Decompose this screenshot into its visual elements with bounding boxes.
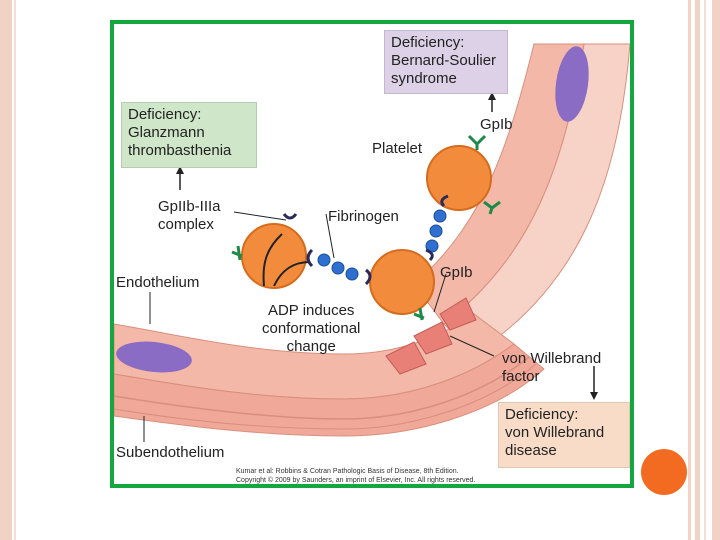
glanzmann-deficiency-box: Deficiency: Glanzmann thrombasthenia bbox=[121, 102, 257, 168]
gpiib-iiia-receptor bbox=[425, 248, 434, 262]
gpib-receptor bbox=[231, 245, 243, 261]
nucleus-right bbox=[555, 46, 589, 122]
gpiib-iiia-label: GpIIb-IIIa complex bbox=[158, 198, 221, 233]
vwf-label: von Willebrand factor bbox=[502, 350, 602, 385]
subendothelium-line bbox=[114, 356, 530, 420]
source-credit: Kumar et al: Robbins & Cotran Pathologic… bbox=[236, 468, 476, 484]
callout-line bbox=[449, 335, 495, 357]
callout-line bbox=[325, 213, 335, 259]
vwf-molecule bbox=[413, 321, 453, 355]
arrow-head bbox=[176, 166, 184, 174]
slide-border-right-stripe bbox=[712, 0, 720, 540]
bernard-soulier-deficiency-box: Deficiency: Bernard-Soulier syndrome bbox=[384, 30, 508, 94]
callout-line bbox=[233, 211, 287, 221]
fibrinogen-bead bbox=[429, 224, 443, 238]
gpib-receptor bbox=[413, 307, 425, 321]
adp-arrow bbox=[262, 233, 283, 287]
fibrinogen-bead bbox=[331, 261, 345, 275]
platelet-left bbox=[241, 223, 307, 289]
platelet-middle bbox=[369, 249, 435, 315]
platelet-label: Platelet bbox=[372, 140, 423, 157]
slide-border-left-thin bbox=[14, 0, 16, 540]
subendothelium-label: Subendothelium bbox=[116, 444, 225, 461]
endothelium-label: Endothelium bbox=[116, 274, 200, 291]
gpib-label-middle: GpIb bbox=[440, 264, 473, 281]
slide-border-right-stripe bbox=[688, 0, 691, 540]
von-willebrand-deficiency-box: Deficiency: von Willebrand disease bbox=[498, 402, 630, 468]
fibrinogen-bead bbox=[345, 267, 359, 281]
fibrinogen-bead bbox=[317, 253, 331, 267]
fibrinogen-label: Fibrinogen bbox=[328, 208, 399, 225]
vwf-molecule bbox=[439, 297, 477, 331]
gpiib-iiia-receptor bbox=[364, 268, 372, 286]
gpiib-iiia-receptor bbox=[282, 213, 298, 220]
accent-dot bbox=[641, 449, 687, 495]
fibrinogen-bead bbox=[433, 209, 447, 223]
gpib-receptor bbox=[467, 134, 487, 150]
adp-label: ADP induces conformational change bbox=[262, 302, 361, 355]
arrow-head bbox=[590, 392, 598, 400]
slide-border-right-stripe bbox=[695, 0, 700, 540]
gpiib-iiia-receptor bbox=[306, 248, 314, 268]
adp-arrow bbox=[273, 261, 311, 287]
gpib-label-top: GpIb bbox=[480, 116, 513, 133]
callout-line bbox=[433, 273, 447, 313]
platelet-adhesion-diagram bbox=[114, 43, 630, 442]
diagram-frame: Deficiency: Glanzmann thrombasthenia Def… bbox=[110, 20, 634, 488]
nucleus-left bbox=[116, 341, 192, 373]
subendothelium-layer bbox=[114, 343, 545, 437]
gpiib-iiia-receptor bbox=[440, 194, 449, 208]
gpib-receptor bbox=[483, 200, 501, 215]
arrow-head bbox=[488, 92, 496, 100]
platelet-top bbox=[426, 145, 492, 211]
vwf-molecule bbox=[385, 341, 427, 375]
slide-border-left bbox=[0, 0, 12, 540]
subendothelium-line bbox=[114, 363, 537, 430]
slide-border-right-stripe bbox=[704, 0, 706, 540]
